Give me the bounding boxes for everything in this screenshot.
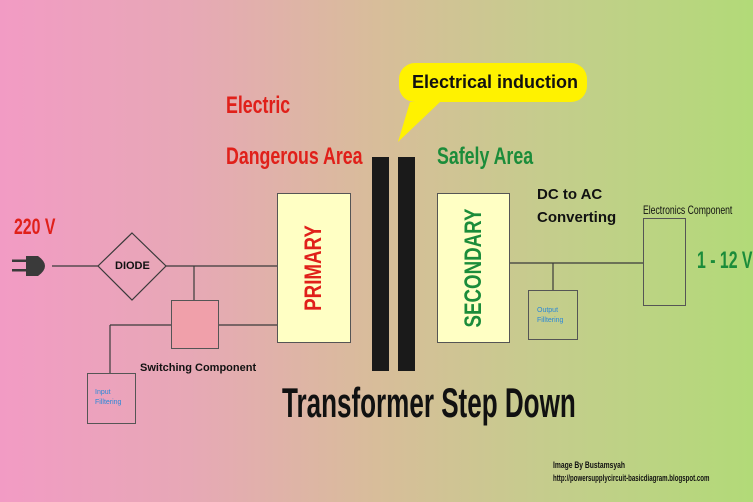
input-filtering-label-2: Filltering (95, 399, 122, 406)
primary-label: PRIMARY (300, 225, 327, 311)
output-filtering-box (528, 290, 578, 340)
secondary-winding: SECONDARY (437, 193, 510, 343)
electric-label: Electric (226, 92, 291, 119)
switching-component-box (171, 300, 219, 349)
electronics-component-label: Electronics Component (643, 203, 733, 217)
transformer-core-right (398, 157, 415, 371)
converting-label: Converting (537, 209, 617, 226)
primary-winding: PRIMARY (277, 193, 351, 343)
output-filtering-label-1: Output (537, 307, 559, 314)
transformer-core-left (372, 157, 389, 371)
diagram-title: Transformer Step Down (282, 379, 576, 426)
power-plug-icon (12, 256, 45, 276)
switching-component-label: Switching Component (140, 362, 257, 374)
dangerous-area-label: Dangerous Area (226, 143, 363, 170)
diode-diamond (97, 232, 167, 301)
dc-to-ac-label: DC to AC (537, 186, 603, 203)
output-voltage-label: 1 - 12 V (697, 247, 753, 274)
credit-label: Image By Bustamsyah (553, 460, 626, 470)
induction-label: Electrical induction (412, 72, 579, 92)
induction-callout (398, 63, 587, 142)
input-filtering-box (87, 373, 136, 424)
safely-area-label: Safely Area (437, 143, 534, 170)
output-filtering-label-2: Filltering (537, 317, 564, 324)
source-url: http://powersupplycircuit-basicdiagram.b… (553, 473, 710, 483)
diode-label: DIODE (115, 260, 150, 272)
electronics-component-box (643, 218, 686, 306)
input-filtering-label-1: Input (95, 389, 111, 396)
secondary-label: SECONDARY (459, 208, 487, 328)
input-voltage-label: 220 V (14, 214, 56, 239)
